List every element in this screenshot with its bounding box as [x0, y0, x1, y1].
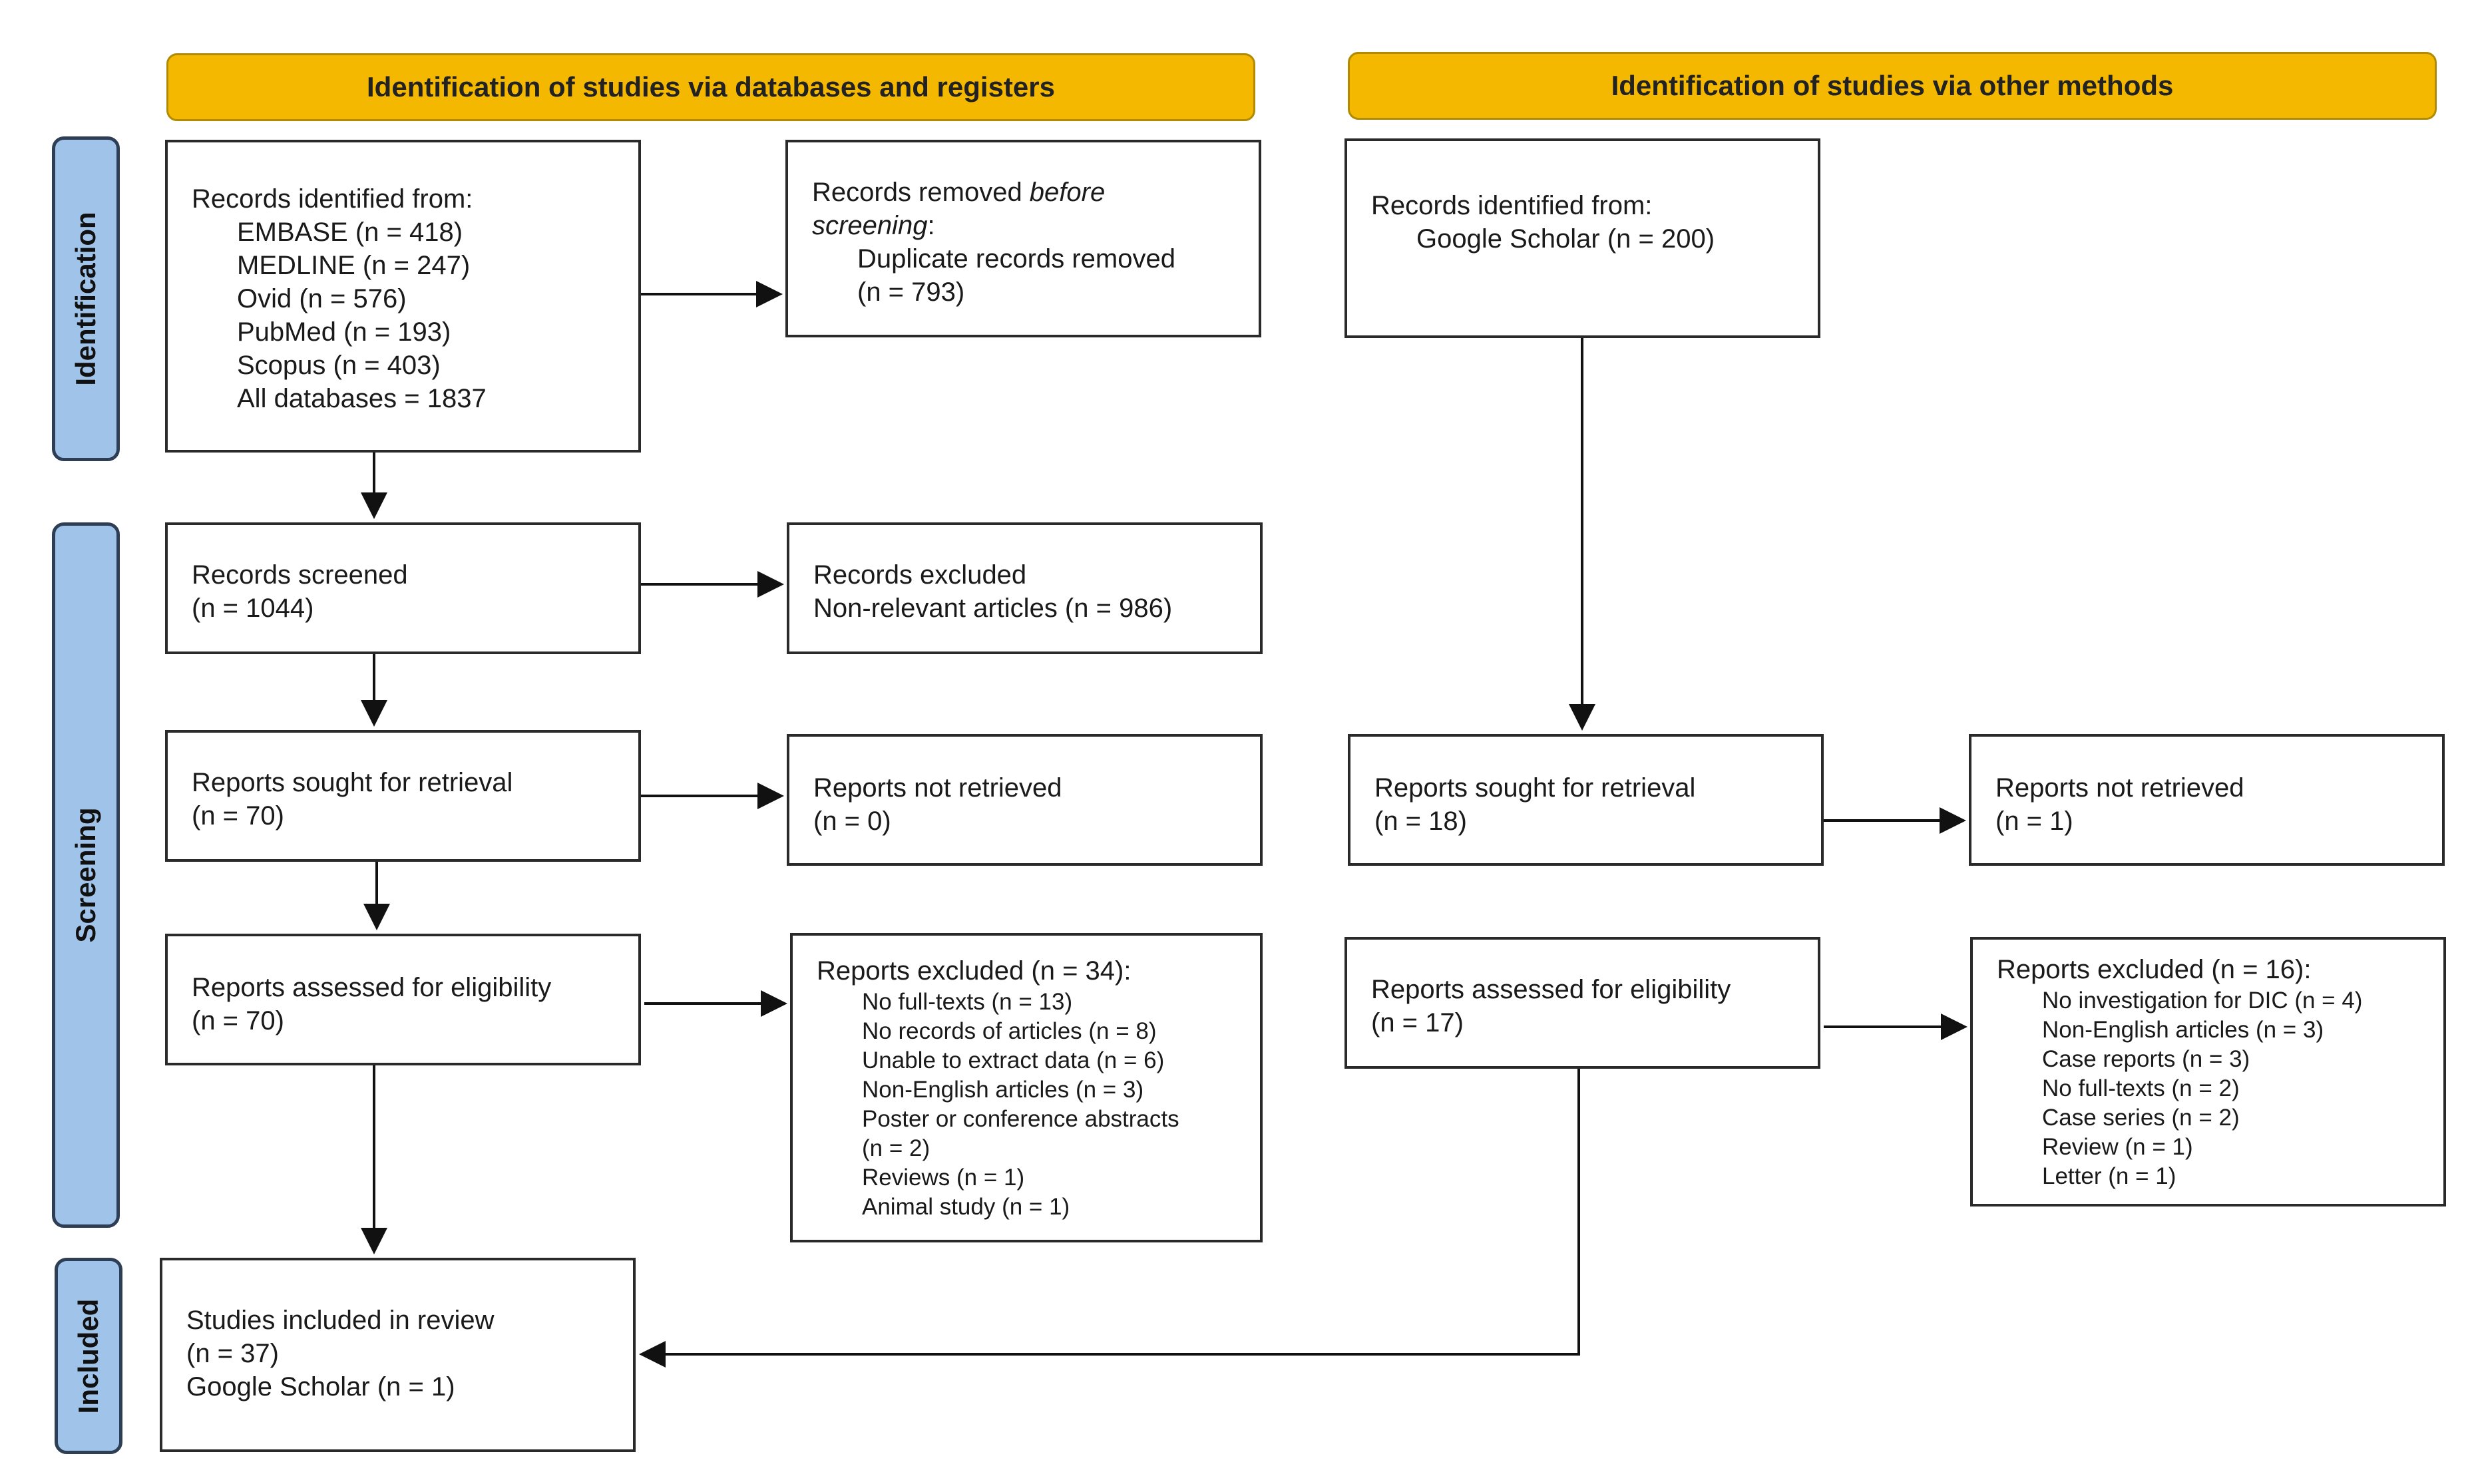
reports-not-retrieved-title: Reports not retrieved	[813, 773, 1062, 803]
reports-excluded-item: Poster or conference abstracts	[862, 1106, 1179, 1132]
reports-excluded-item: Case reports (n = 3)	[2042, 1046, 2250, 1072]
reports-excluded-box-other: Reports excluded (n = 16): No investigat…	[1970, 937, 2446, 1206]
phase-included: Included	[55, 1258, 122, 1454]
database-records-title: Records identified from:	[192, 184, 473, 214]
other-records-box: Records identified from: Google Scholar …	[1344, 138, 1820, 338]
records-removed-title-a: Records removed	[812, 178, 1030, 207]
reports-not-retrieved-count: (n = 1)	[1995, 807, 2073, 836]
database-records-total: All databases = 1837	[237, 384, 487, 413]
database-records-item: Scopus (n = 403)	[237, 351, 441, 380]
reports-sought-box-databases: Reports sought for retrieval (n = 70)	[165, 730, 641, 862]
records-excluded-box: Records excluded Non-relevant articles (…	[787, 522, 1263, 654]
studies-included-title: Studies included in review	[186, 1306, 495, 1335]
records-excluded-title: Records excluded	[813, 560, 1027, 590]
reports-assessed-box-databases: Reports assessed for eligibility (n = 70…	[165, 934, 641, 1065]
studies-included-box: Studies included in review (n = 37) Goog…	[160, 1258, 636, 1452]
reports-assessed-box-other: Reports assessed for eligibility (n = 17…	[1344, 937, 1820, 1069]
reports-sought-title: Reports sought for retrieval	[192, 768, 513, 797]
database-records-item: EMBASE (n = 418)	[237, 218, 463, 247]
reports-sought-title: Reports sought for retrieval	[1374, 773, 1696, 803]
reports-excluded-item: (n = 2)	[862, 1135, 930, 1161]
records-screened-title: Records screened	[192, 560, 408, 590]
banner-other-methods-label: Identification of studies via other meth…	[1611, 70, 2174, 101]
records-removed-title-2: screening:	[812, 209, 1235, 242]
reports-sought-box-other: Reports sought for retrieval (n = 18)	[1348, 734, 1824, 866]
arrow-other-to-studies-included	[639, 1069, 1580, 1368]
reports-excluded-item: No full-texts (n = 2)	[2042, 1075, 2240, 1101]
reports-sought-count: (n = 70)	[192, 801, 284, 831]
records-removed-title-b: before	[1029, 178, 1106, 207]
other-records-title: Records identified from:	[1371, 191, 1653, 220]
reports-not-retrieved-count: (n = 0)	[813, 807, 891, 836]
records-excluded-detail: Non-relevant articles (n = 986)	[813, 594, 1173, 623]
records-removed-title-c: screening	[812, 211, 928, 240]
reports-excluded-box-databases: Reports excluded (n = 34): No full-texts…	[790, 933, 1263, 1242]
banner-databases-label: Identification of studies via databases …	[367, 71, 1055, 102]
phase-identification: Identification	[52, 136, 120, 461]
records-removed-count: (n = 793)	[857, 278, 965, 307]
database-records-item: MEDLINE (n = 247)	[237, 251, 471, 280]
reports-excluded-title: Reports excluded (n = 16):	[1997, 955, 2312, 984]
records-screened-count: (n = 1044)	[192, 594, 314, 623]
reports-excluded-item: No investigation for DIC (n = 4)	[2042, 988, 2363, 1014]
reports-excluded-item: Unable to extract data (n = 6)	[862, 1047, 1165, 1073]
reports-excluded-item: No full-texts (n = 13)	[862, 989, 1073, 1015]
reports-excluded-item: Letter (n = 1)	[2042, 1163, 2176, 1189]
records-removed-title: Records removed before	[812, 176, 1235, 209]
reports-excluded-item: Non-English articles (n = 3)	[2042, 1017, 2324, 1043]
reports-assessed-count: (n = 70)	[192, 1006, 284, 1035]
records-screened-box: Records screened (n = 1044)	[165, 522, 641, 654]
database-records-box: Records identified from: EMBASE (n = 418…	[165, 140, 641, 453]
reports-not-retrieved-box-other: Reports not retrieved (n = 1)	[1969, 734, 2445, 866]
reports-excluded-item: Animal study (n = 1)	[862, 1194, 1070, 1220]
reports-excluded-item: No records of articles (n = 8)	[862, 1018, 1157, 1044]
reports-excluded-item: Review (n = 1)	[2042, 1134, 2193, 1160]
reports-assessed-title: Reports assessed for eligibility	[192, 973, 552, 1002]
records-removed-title-d: :	[927, 211, 935, 240]
reports-excluded-item: Case series (n = 2)	[2042, 1105, 2240, 1131]
records-removed-line: Duplicate records removed	[857, 244, 1175, 274]
studies-included-count: (n = 37)	[186, 1339, 279, 1368]
other-records-item: Google Scholar (n = 200)	[1416, 224, 1715, 254]
studies-included-extra: Google Scholar (n = 1)	[186, 1372, 455, 1401]
reports-excluded-title: Reports excluded (n = 34):	[817, 956, 1132, 986]
database-records-item: PubMed (n = 193)	[237, 317, 451, 347]
banner-other-methods: Identification of studies via other meth…	[1348, 52, 2437, 120]
reports-not-retrieved-title: Reports not retrieved	[1995, 773, 2244, 803]
phase-screening: Screening	[52, 522, 120, 1228]
database-records-item: Ovid (n = 576)	[237, 284, 407, 313]
reports-excluded-item: Non-English articles (n = 3)	[862, 1077, 1144, 1103]
reports-not-retrieved-box-databases: Reports not retrieved (n = 0)	[787, 734, 1263, 866]
reports-assessed-count: (n = 17)	[1371, 1008, 1464, 1037]
banner-databases: Identification of studies via databases …	[166, 53, 1255, 121]
reports-assessed-title: Reports assessed for eligibility	[1371, 975, 1731, 1004]
reports-sought-count: (n = 18)	[1374, 807, 1467, 836]
reports-excluded-item: Reviews (n = 1)	[862, 1165, 1025, 1191]
records-removed-box: Records removed before screening: Duplic…	[785, 140, 1261, 337]
